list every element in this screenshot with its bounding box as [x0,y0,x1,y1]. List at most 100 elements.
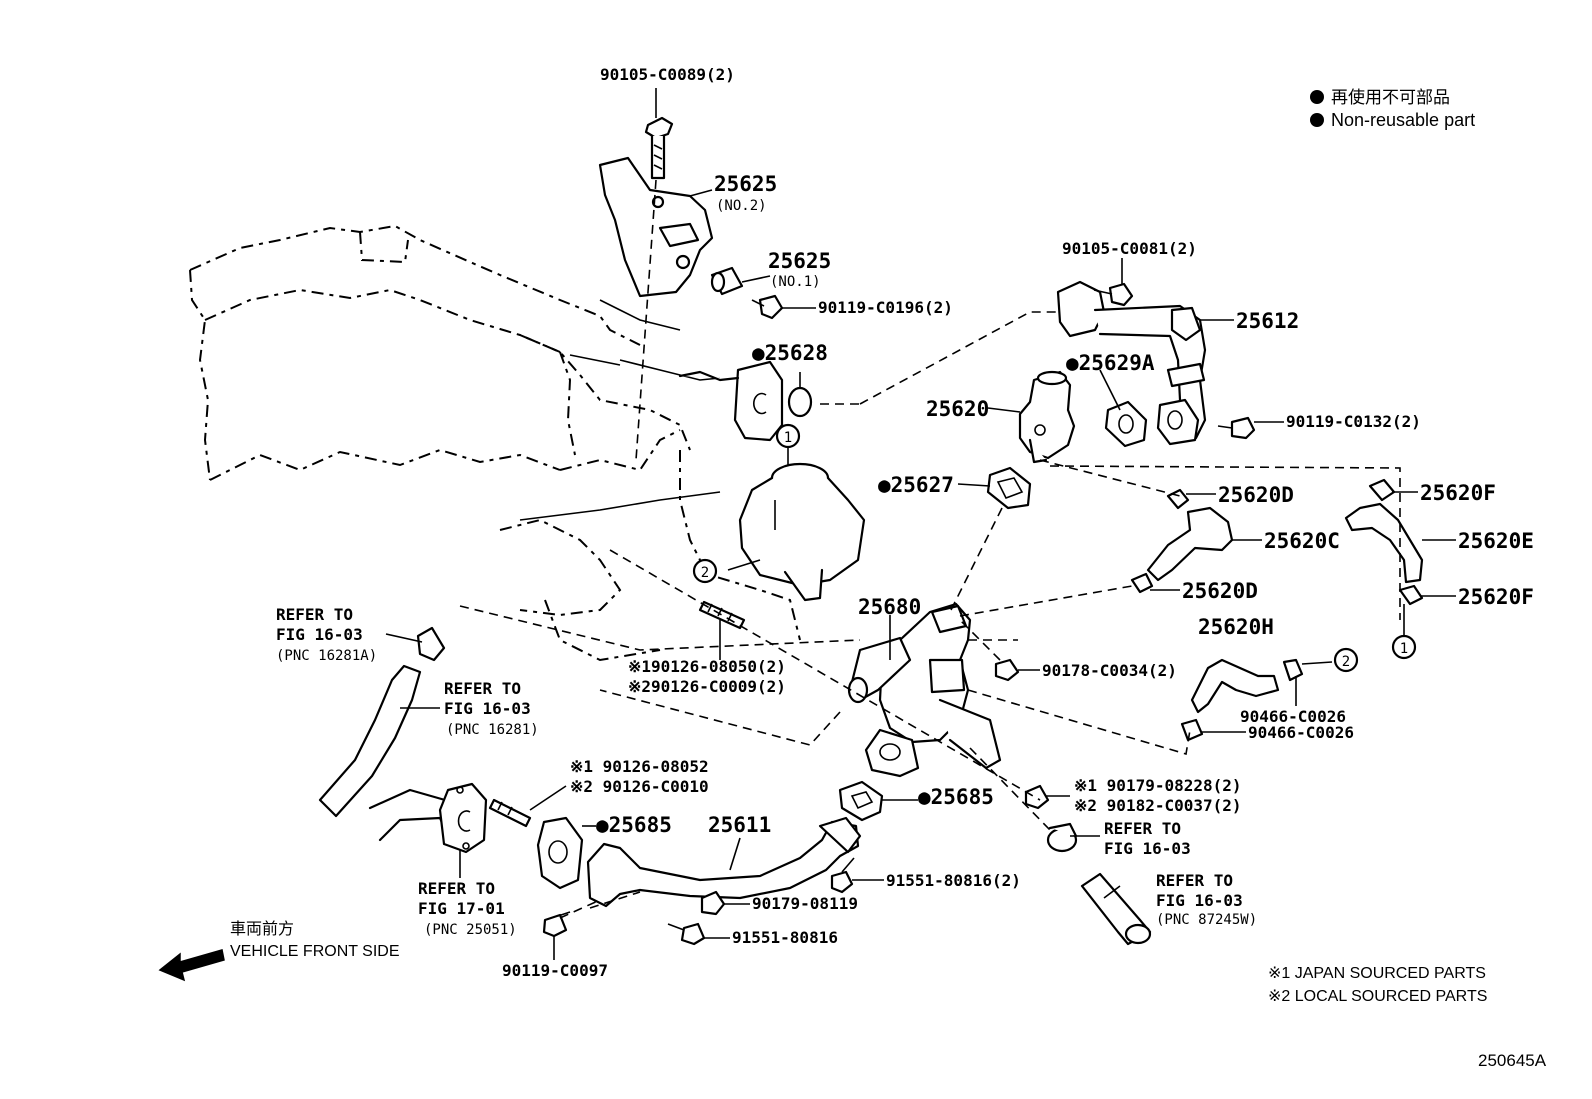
callout-90466-c0026-a: 90466-C0026 [1240,707,1346,726]
callout-25620c: 25620C [1264,529,1340,553]
figure-code: 250645A [1478,1051,1547,1070]
callout-90119-c0132: 90119-C0132(2) [1286,412,1421,431]
callout-fig-16-03-a: FIG 16-03 [276,625,363,644]
legend: 再使用不可部品 Non-reusable part ※1 JAPAN SOURC… [1268,87,1487,1005]
connector-2-b: 2 [1333,647,1359,673]
bullet-icon [1310,113,1324,127]
nut-90179-08119 [700,890,726,916]
bolt-90119-c0097 [542,911,571,938]
hose-87245w [1080,872,1152,946]
callout-90126-c0010: ※2 90126-C0010 [570,777,709,796]
clip-25620f-lower [1398,584,1424,606]
callout-25685-right: ●25685 [918,785,994,809]
callout-25680: 25680 [858,595,921,619]
callouts: 90105-C0089(2) 25625 (NO.2) 25625 (NO.1)… [276,65,1534,980]
collar-25625-no1 [710,266,744,296]
callout-91551-80816: 91551-80816 [732,928,838,947]
hose-clamp [1046,822,1078,853]
valve-25620 [1018,370,1076,464]
callout-pnc-87245w: (PNC 87245W) [1156,912,1257,928]
connector-1-a-label: 1 [784,430,792,446]
callout-fig-16-03-c: FIG 16-03 [1104,839,1191,858]
connector-2-a: 2 [692,558,718,584]
hose-25620h [1190,658,1280,714]
callout-25620d-lower: 25620D [1182,579,1258,603]
callout-25620f-upper: 25620F [1420,481,1496,505]
callout-90178-c0034: 90178-C0034(2) [1042,661,1177,680]
callout-no1: (NO.1) [770,274,821,290]
callout-fig-17-01: FIG 17-01 [418,899,505,918]
nut-90179-08228 [1024,784,1050,810]
callout-25685-left: ●25685 [596,813,672,837]
callout-25627: ●25627 [878,473,954,497]
callout-90126-08052: ※1 90126-08052 [570,757,709,776]
connection-lines [385,88,1456,960]
vehicle-front-en: VEHICLE FRONT SIDE [230,943,400,960]
bracket-25625-no2 [598,156,714,298]
gasket-25629a [1104,400,1148,448]
nut-90178-c0034 [994,658,1020,682]
callout-90126-08050: ※190126-08050(2) [628,657,786,676]
callout-90466-c0026-b: 90466-C0026 [1248,723,1354,742]
connector-2-b-label: 2 [1342,654,1350,670]
callout-25620d-upper: 25620D [1218,483,1294,507]
clip-16281a [416,626,446,662]
callout-refer-clamp: REFER TO [1104,819,1181,838]
hose-25620e [1344,502,1424,584]
connector-2-a-label: 2 [701,565,709,581]
pipe-housing [738,462,866,602]
clamp-90466-upper [1282,658,1304,682]
callout-25620h: 25620H [1198,615,1274,639]
gasket-25685-left [536,816,584,890]
clip-25620d-upper [1166,488,1190,510]
callout-91551-80816-2: 91551-80816(2) [886,871,1021,890]
callout-25612: 25612 [1236,309,1299,333]
legend-non-reusable-jp: 再使用不可部品 [1331,87,1450,107]
hose-25620c [1146,506,1234,582]
connector-1-a: 1 [775,423,801,449]
callout-25620e: 25620E [1458,529,1534,553]
connector-1-b: 1 [1391,634,1417,660]
callout-refer-16281a: REFER TO [276,605,353,624]
callout-90182-c0037: ※2 90182-C0037(2) [1074,796,1242,815]
bolt-90105-c0081 [1093,282,1134,307]
exhaust-flange [678,360,784,442]
pipe-25611 [586,816,862,908]
pipe-25612 [1056,280,1207,446]
callout-refer-25051: REFER TO [418,879,495,898]
engine-outline [189,224,801,662]
callout-pnc-16281: (PNC 16281) [446,722,539,738]
bolt-91551-80816-2 [830,857,855,894]
legend-japan-sourced: ※1 JAPAN SOURCED PARTS [1268,965,1486,982]
valve-25680 [847,602,1002,778]
callout-25625-no1: 25625 [768,249,831,273]
bolt-91551-80816 [667,922,706,946]
callout-refer-87245w: REFER TO [1156,871,1233,890]
stud-90126-08052 [488,798,532,828]
callout-pnc-16281a: (PNC 16281A) [276,648,377,664]
vehicle-front-jp: 車両前方 [230,920,294,938]
callout-90179-08119: 90179-08119 [752,894,858,913]
connector-1-b-label: 1 [1400,641,1408,657]
legend-non-reusable-en: Non-reusable part [1331,110,1475,130]
callout-25625-no2: 25625 [714,172,777,196]
callout-25629a: ●25629A [1066,351,1155,375]
clip-25620d-lower [1130,572,1154,594]
callout-90119-c0196: 90119-C0196(2) [818,298,953,317]
arrow-left-icon [158,949,225,982]
legend-local-sourced: ※2 LOCAL SOURCED PARTS [1268,988,1487,1005]
callout-pnc-25051: (PNC 25051) [424,922,517,938]
callout-25620: 25620 [926,397,989,421]
bolt-90119-c0132 [1217,416,1256,440]
callout-90179-08228: ※1 90179-08228(2) [1074,776,1242,795]
callout-90126-c0009: ※290126-C0009(2) [628,677,786,696]
hose-16281 [318,664,422,818]
callout-25611: 25611 [708,813,771,837]
bolt-90119-c0196 [751,294,784,320]
callout-25628: ●25628 [752,341,828,365]
clamp-90466-lower [1180,718,1204,742]
callout-fig-16-03-b: FIG 16-03 [444,699,531,718]
callout-no2: (NO.2) [716,198,767,214]
flange-25051 [368,782,488,854]
